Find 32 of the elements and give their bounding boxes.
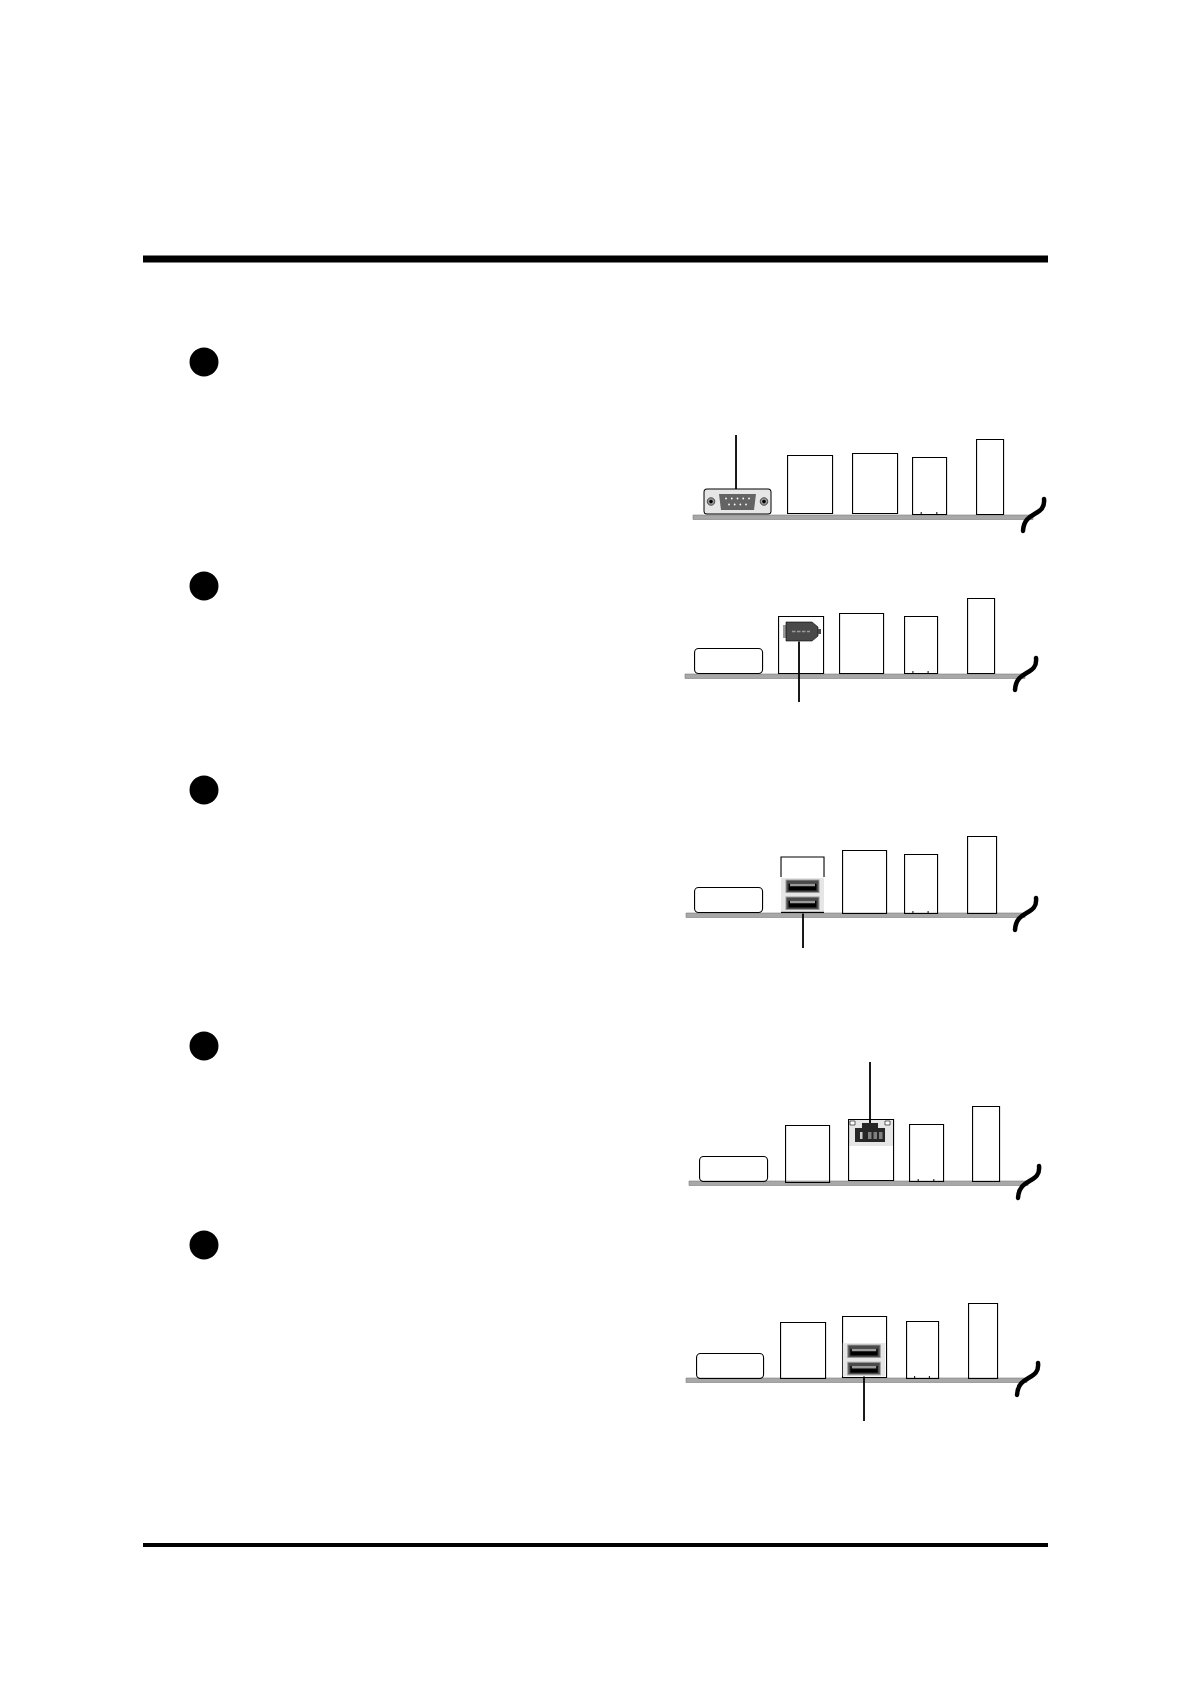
port-housing [968, 1303, 999, 1380]
port-housing [839, 613, 885, 675]
port-housing [976, 439, 1005, 516]
port-housing [912, 457, 948, 516]
usb-connector [842, 1343, 886, 1377]
port-cover [696, 1353, 765, 1380]
port-cover [699, 1156, 769, 1183]
port-housing [852, 453, 899, 515]
port-housing [842, 850, 888, 915]
port-housing [787, 455, 834, 515]
usb-connector [780, 856, 825, 913]
firewire-port [783, 621, 821, 642]
leader-line [798, 640, 800, 703]
port-housing [785, 1125, 831, 1184]
serial-port [703, 488, 772, 515]
port-housing [842, 1316, 888, 1379]
port-housing [904, 854, 939, 915]
leader-line [869, 1061, 871, 1124]
port-housing [909, 1124, 945, 1183]
port-housing [972, 1106, 1001, 1183]
port-housing [967, 836, 998, 915]
port-cover [694, 887, 764, 914]
port-housing [967, 598, 996, 675]
port-housing [778, 616, 825, 675]
leader-line [735, 434, 737, 490]
port-cover [694, 648, 764, 675]
port-housing [904, 616, 939, 675]
lan-port [855, 1123, 885, 1142]
port-housing [906, 1321, 940, 1380]
leader-line [802, 912, 804, 949]
port-housing [780, 1322, 827, 1380]
leader-line [863, 1375, 865, 1422]
